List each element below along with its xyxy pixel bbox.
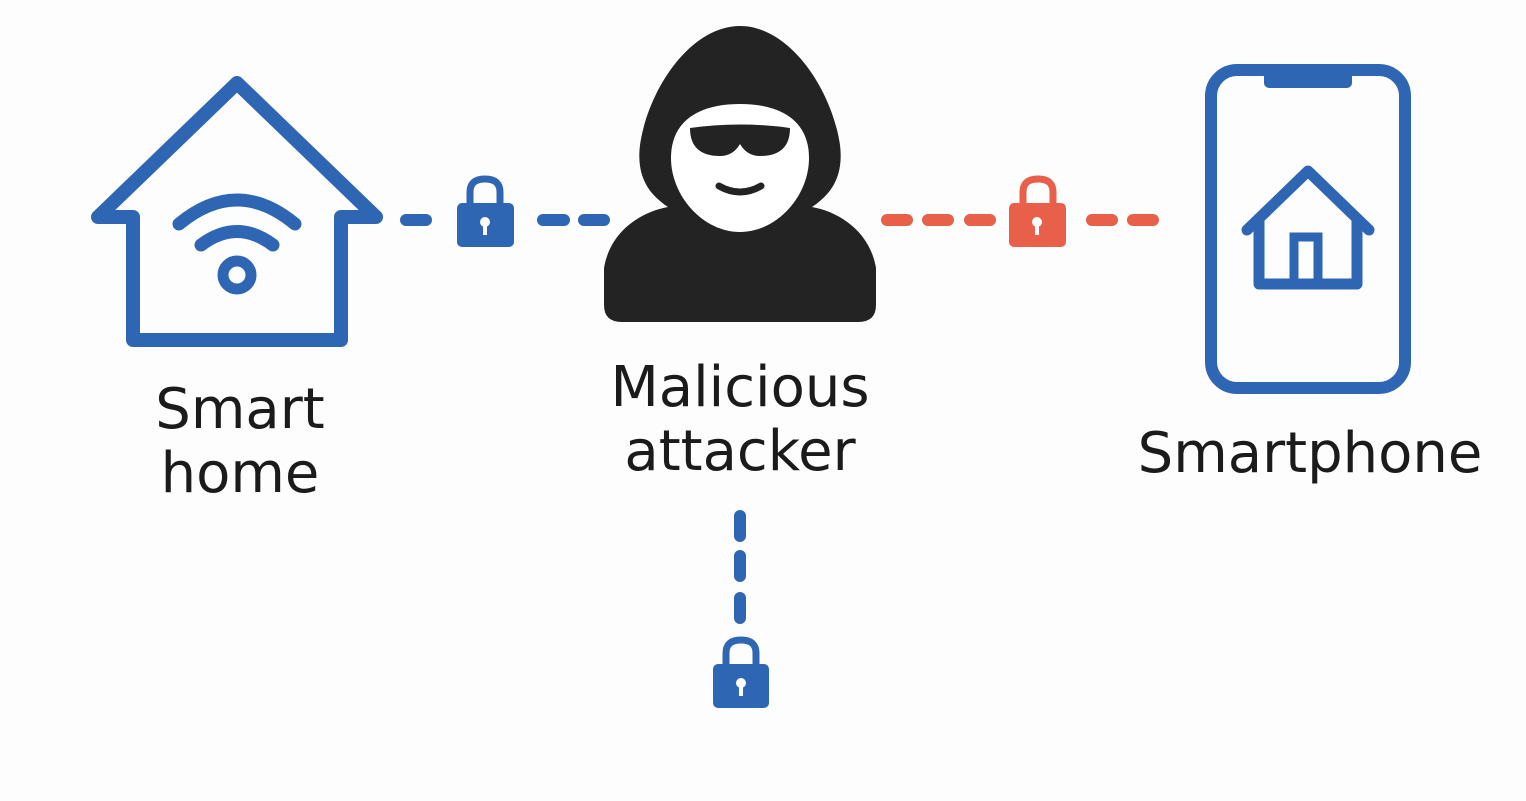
padlock-icon: [1009, 175, 1066, 247]
smart-home-label: Smart home: [90, 378, 390, 506]
smartphone-label: Smartphone: [1110, 422, 1510, 486]
padlock-icon: [713, 636, 769, 708]
padlock-icon: [457, 175, 514, 247]
attacker-label-text: Malicious attacker: [610, 355, 870, 484]
smart-home-label-text: Smart home: [155, 377, 325, 506]
hooded-hacker-icon: [604, 26, 876, 322]
smartphone-home-app-icon: [1205, 64, 1411, 394]
smartphone-label-text: Smartphone: [1137, 421, 1483, 486]
smart-home-wifi-icon: [91, 76, 383, 347]
attacker-label: Malicious attacker: [560, 356, 920, 484]
